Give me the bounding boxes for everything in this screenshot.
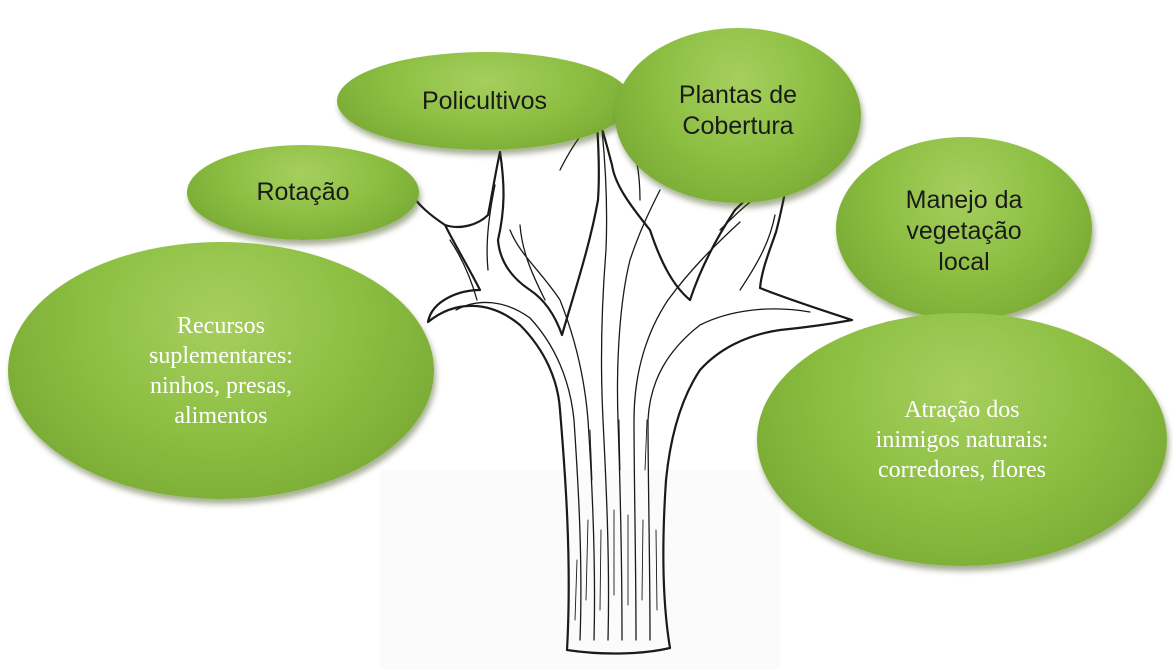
bubble-manejo-vegetacao-label: Manejo da vegetação local (905, 186, 1023, 276)
bubble-rotacao-label: Rotação (256, 178, 350, 206)
trunk-outline (408, 108, 854, 655)
bubble-recursos-suplementares: Recursos suplementares: ninhos, presas, … (8, 242, 434, 499)
bubble-policultivos-label: Policultivos (421, 86, 548, 115)
bubble-atracao-inimigos: Atração dos inimigos naturais: corredore… (757, 313, 1167, 566)
bubble-recursos-suplementares-label: Recursos suplementares: ninhos, presas, … (149, 312, 293, 429)
bubble-policultivos: Policultivos (337, 52, 632, 150)
bubble-atracao-inimigos-label: Atração dos inimigos naturais: corredore… (875, 396, 1049, 483)
bubble-rotacao: Rotação (187, 145, 419, 240)
bubble-plantas-cobertura-label: Plantas de Cobertura (678, 80, 798, 140)
bubble-manejo-vegetacao: Manejo da vegetação local (836, 137, 1092, 320)
bubble-plantas-cobertura: Plantas de Cobertura (615, 28, 861, 203)
bark-texture (574, 419, 658, 621)
